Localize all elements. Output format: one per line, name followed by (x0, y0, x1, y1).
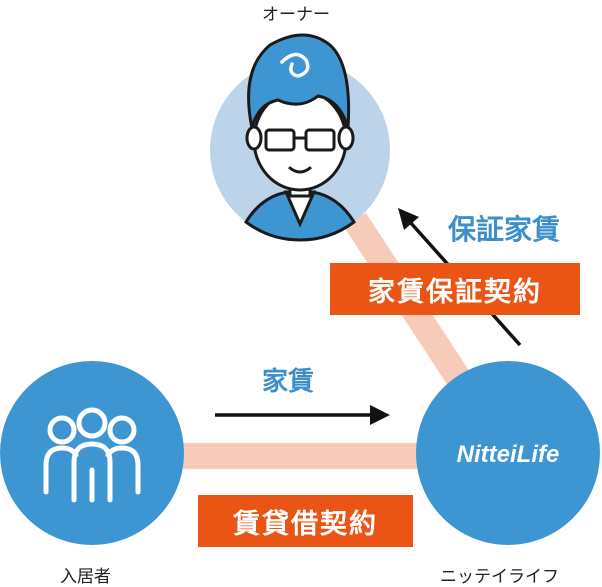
owner-node (210, 33, 390, 242)
tenant-node (0, 361, 184, 545)
people-icon (43, 407, 141, 503)
rent-label: 家賃 (262, 367, 315, 397)
guaranteed-rent-label: 保証家賃 (448, 213, 561, 246)
arrow-rent (215, 405, 390, 425)
tenant-label: 入居者 (60, 567, 111, 587)
nittei-node: NitteiLife (416, 361, 600, 545)
owner-avatar-icon (244, 33, 356, 242)
owner-label: オーナー (262, 5, 330, 25)
lease-contract-badge: 賃貸借契約 (198, 495, 413, 547)
tenant-circle (0, 361, 184, 545)
nittei-circle (416, 361, 600, 545)
nittei-logo-text: NitteiLife (457, 441, 560, 468)
nittei-label: ニッテイライフ (440, 567, 559, 587)
rent-guarantee-contract-badge: 家賃保証契約 (330, 263, 580, 315)
